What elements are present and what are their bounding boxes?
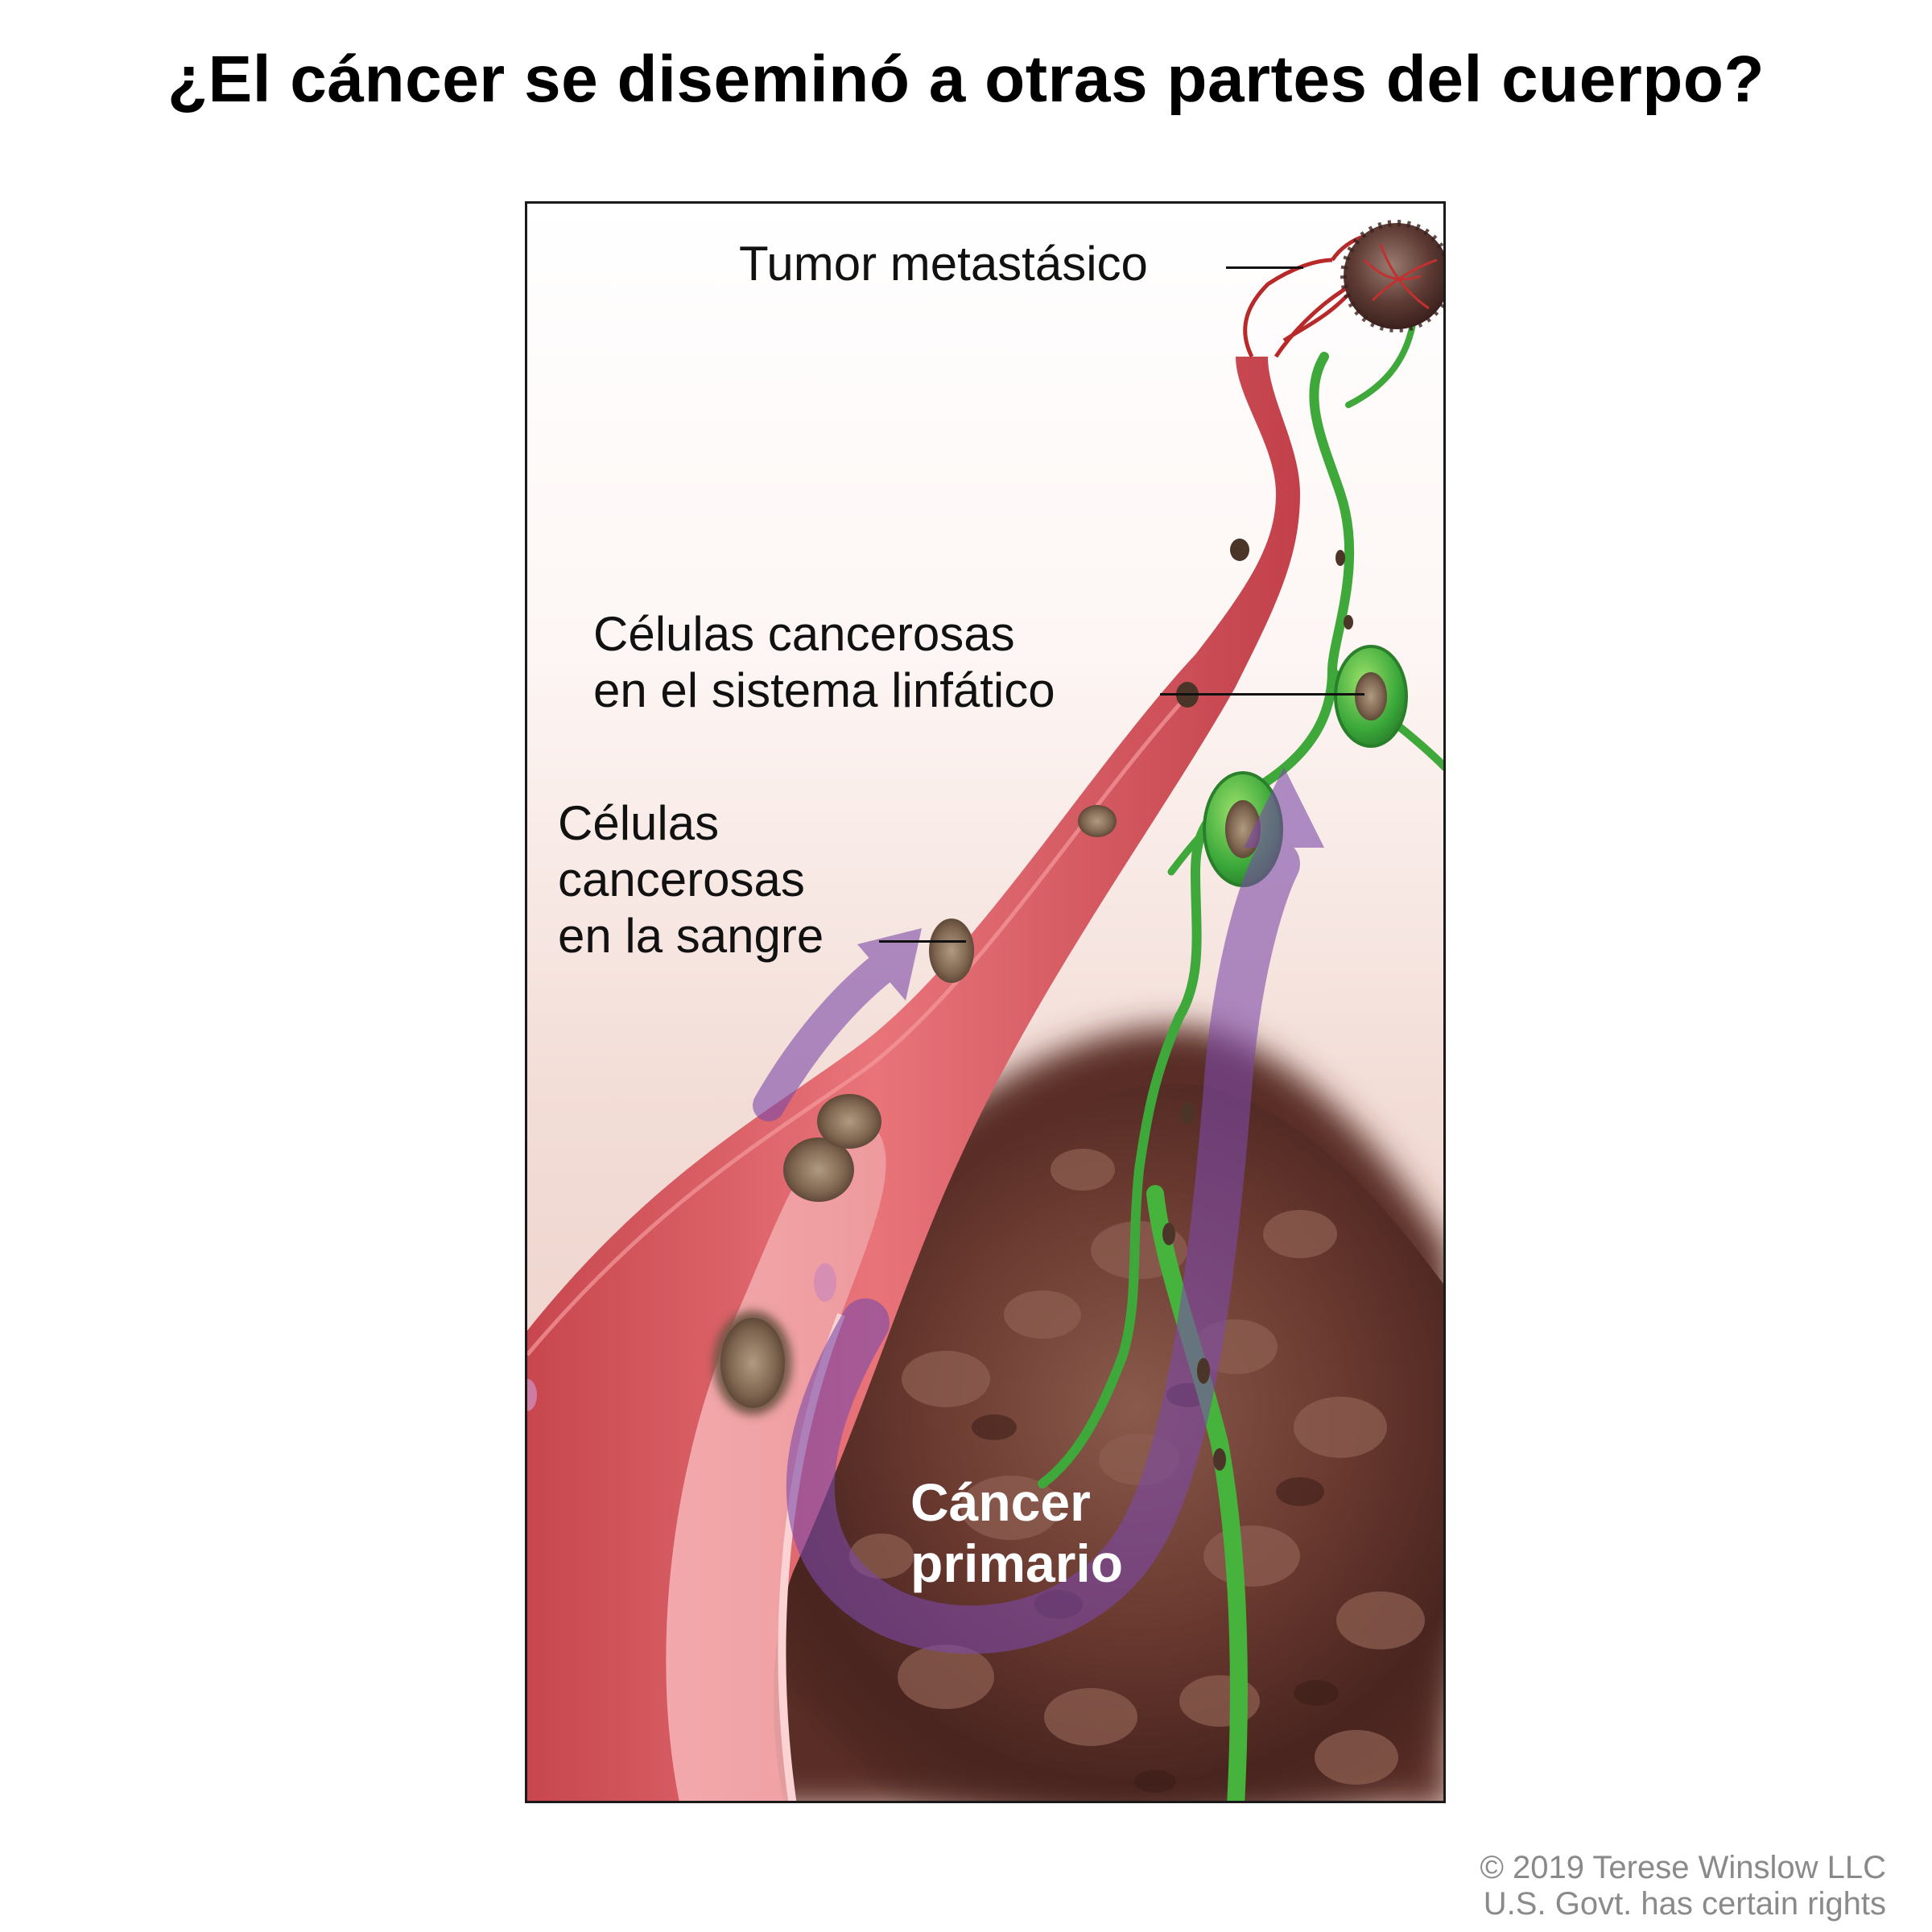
label-blood-line2: cancerosas <box>558 852 805 906</box>
leader-line-lymph <box>1160 693 1364 696</box>
label-blood-line1: Células <box>558 796 720 850</box>
illustration <box>527 204 1443 1801</box>
label-primary-line1: Cáncer <box>910 1472 1091 1532</box>
lymph-cancer-cells <box>1162 550 1353 1471</box>
rights-line: U.S. Govt. has certain rights <box>1483 1886 1886 1922</box>
label-metastatic-tumor: Tumor metastásico <box>739 237 1148 291</box>
blood-cancer-cells <box>714 539 1249 1414</box>
label-primary-line2: primario <box>910 1534 1124 1593</box>
metastatic-tumor <box>1340 220 1443 332</box>
figure-title: ¿El cáncer se diseminó a otras partes de… <box>167 43 1765 116</box>
label-blood-line3: en la sangre <box>558 909 824 963</box>
label-lymph-line2: en el sistema linfático <box>593 663 1055 717</box>
leader-line-blood <box>879 940 966 943</box>
copyright-line: © 2019 Terese Winslow LLC <box>1480 1850 1886 1885</box>
label-lymph-line1: Células cancerosas <box>593 607 1015 661</box>
illustration-frame: Tumor metastásico Células cancerosas en … <box>525 201 1446 1803</box>
leader-line-metastatic-tumor <box>1226 266 1303 269</box>
spread-arrows <box>753 767 1324 1654</box>
blood-vessel <box>527 357 1300 1801</box>
